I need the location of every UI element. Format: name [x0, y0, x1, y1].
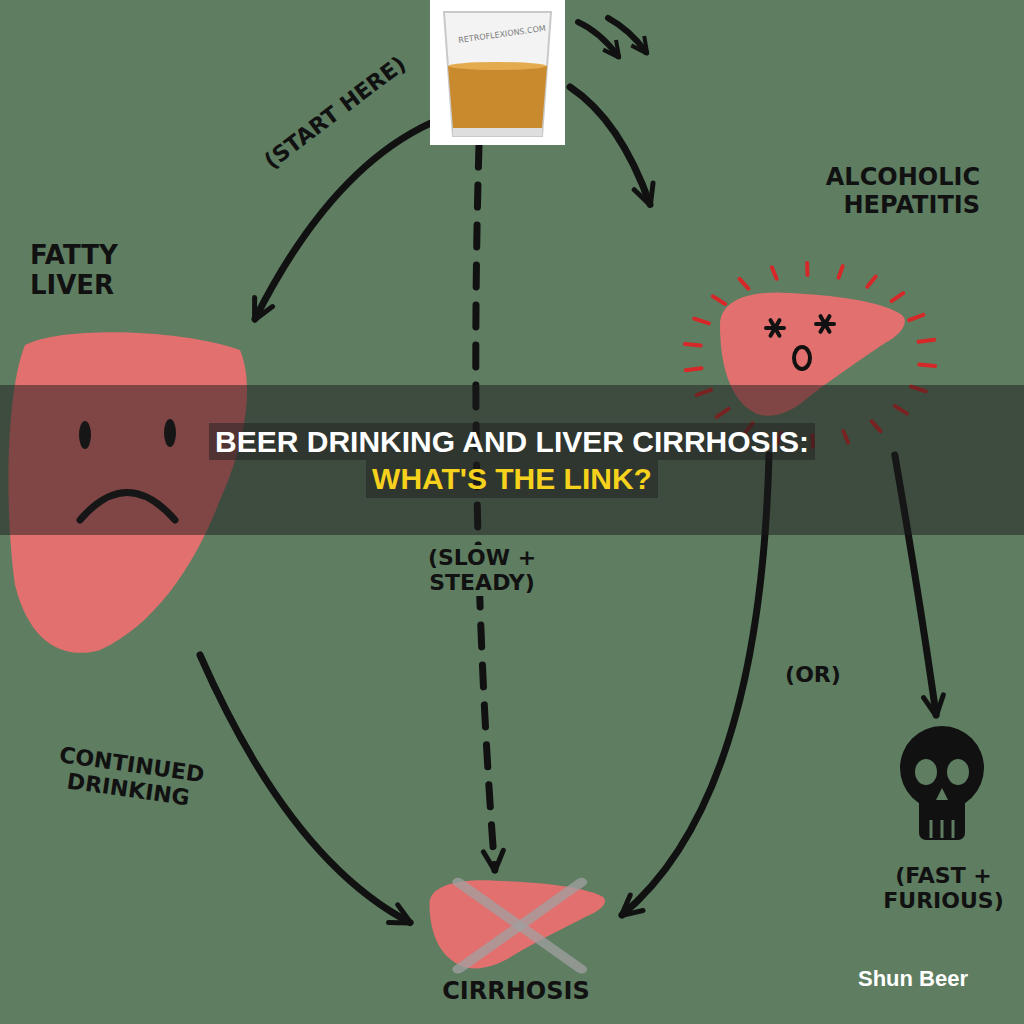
curved-arrow [570, 87, 650, 204]
whisky-glass: RETROFLEXIONS.COM [430, 0, 570, 145]
watermark-holder: Shun Beer [858, 966, 1008, 991]
watermark: Shun Beer [858, 966, 1008, 991]
edge-label-holder: (SLOW + STEADY) [412, 545, 552, 596]
whisky-glass-drawing [430, 0, 565, 145]
death-skull: (FAST + FURIOUS) [870, 715, 1017, 930]
subtitle-text: WHAT'S THE LINK? [366, 460, 658, 498]
node-label: ALCOHOLIC HEPATITIS [780, 160, 980, 219]
edge-label: (START HERE) [248, 42, 423, 183]
cirrhosis-liver-drawing [420, 875, 610, 975]
curved-arrow [200, 655, 410, 923]
edge-label: (SLOW + STEADY) [412, 545, 552, 596]
arrow-stroke [578, 22, 618, 56]
title-text: BEER DRINKING AND LIVER CIRRHOSIS: [209, 423, 815, 461]
edge-label: CONTINUED DRINKING [32, 739, 227, 816]
title-band: BEER DRINKING AND LIVER CIRRHOSIS:WHAT'S… [0, 385, 1024, 535]
note-text: (OR) [778, 662, 848, 687]
edge-label-holder: (START HERE) [248, 42, 423, 183]
note-text-holder: (OR) [778, 662, 848, 687]
edge-label-holder: CONTINUED DRINKING [32, 739, 227, 816]
node-label: FATTY LIVER [5, 235, 170, 301]
arrow-stroke [608, 18, 646, 52]
node-label: (FAST + FURIOUS) [870, 715, 1017, 914]
cirrhosis-liver: CIRRHOSIS [410, 870, 622, 1020]
node-label: CIRRHOSIS [410, 870, 622, 1006]
death-skull-drawing [895, 720, 990, 855]
